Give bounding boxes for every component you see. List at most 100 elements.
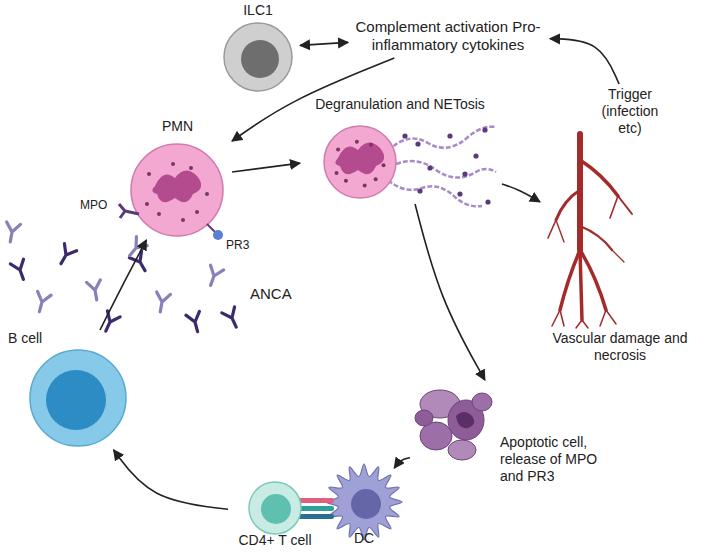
- blood-vessel: Vascular damage and necrosis: [540, 130, 702, 370]
- pr3-antigen: [213, 230, 223, 240]
- flow-arrow: [232, 163, 300, 172]
- vessel-branch: [576, 320, 582, 328]
- net-strand: [388, 180, 482, 206]
- flow-arrow: [300, 42, 348, 45]
- apoptotic-body: [448, 440, 476, 460]
- vessel-branch: [548, 220, 556, 238]
- process-label: Complement activation Pro-inflammatory c…: [348, 14, 550, 58]
- granule: [462, 171, 467, 176]
- lobed-nucleus: [152, 170, 201, 202]
- node-label: DC: [322, 530, 406, 547]
- antibody-icon: [33, 291, 51, 313]
- vessel-branch: [610, 196, 618, 218]
- vessel-branch: [556, 220, 564, 242]
- antigen-label: MPO: [80, 198, 107, 212]
- antibody-icon: [222, 307, 243, 330]
- node-label: Trigger (infection etc): [588, 86, 672, 136]
- vessel-branch: [556, 190, 580, 220]
- granule: [344, 179, 348, 183]
- granule: [457, 191, 462, 196]
- granule: [363, 183, 367, 187]
- node-label: Degranulation and NETosis: [300, 96, 500, 113]
- pr3-stalk: [207, 224, 215, 232]
- vessel-branch: [606, 310, 616, 324]
- cell-body: [249, 482, 301, 534]
- antibody-icon: [87, 280, 104, 301]
- granule: [145, 202, 149, 206]
- antibody-icon: [3, 222, 20, 243]
- dendritic-cell: DC: [322, 468, 408, 550]
- antibody-icon: [99, 311, 120, 334]
- vessel-branch: [580, 226, 612, 250]
- vessel-branch: [580, 250, 582, 320]
- granule: [381, 163, 385, 167]
- cell-illustration: [300, 96, 500, 204]
- lobed-nucleus: [335, 142, 384, 174]
- granule: [189, 166, 193, 170]
- granule: [335, 171, 339, 175]
- net-strand: [396, 161, 496, 177]
- vessel-branch: [560, 250, 580, 310]
- granule: [369, 143, 373, 147]
- b-cell: B cell: [8, 330, 132, 450]
- neutrophil-cell: PMN: [125, 118, 232, 240]
- apoptotic-body: [472, 393, 492, 411]
- flow-arrow: [550, 39, 619, 84]
- granule: [205, 192, 209, 196]
- granule: [157, 212, 161, 216]
- apoptotic-cell: Apoptotic cell, release of MPO and PR3: [410, 380, 620, 487]
- vessel-branch: [552, 310, 560, 326]
- cell-body: [326, 464, 402, 540]
- vessel-branch: [580, 160, 618, 196]
- netosis-cell: Degranulation and NETosis: [300, 96, 502, 204]
- granule: [482, 127, 487, 132]
- flow-arrow: [100, 240, 146, 330]
- antibody-icon: [153, 292, 170, 313]
- granule: [417, 188, 422, 193]
- cell-illustration: [125, 118, 230, 240]
- net-strand: [388, 127, 496, 151]
- flow-arrow: [415, 204, 485, 380]
- cell-body: [30, 350, 126, 446]
- granule: [355, 140, 359, 144]
- cell-body: [131, 144, 223, 236]
- t-cell: CD4+ T cell: [228, 478, 324, 552]
- granule: [171, 162, 175, 166]
- granule: [336, 147, 340, 151]
- nucleus: [261, 494, 291, 524]
- antibody-icon: [10, 259, 30, 282]
- node-label: ILC1: [218, 2, 298, 19]
- node-label: Apoptotic cell, release of MPO and PR3: [500, 434, 618, 484]
- granule: [427, 165, 432, 170]
- vessel-branch: [612, 250, 624, 262]
- ilc1-cell: ILC1: [218, 2, 300, 94]
- node-label: Vascular damage and necrosis: [540, 330, 700, 364]
- granule: [374, 177, 378, 181]
- nucleus: [351, 489, 381, 519]
- node-label: PMN: [125, 118, 230, 135]
- node-label: B cell: [8, 330, 68, 347]
- granule: [147, 172, 151, 176]
- nucleus-fragment: [456, 412, 474, 428]
- antibody-icon: [204, 265, 224, 288]
- nucleus: [46, 370, 106, 430]
- apoptotic-body: [415, 410, 433, 426]
- vessel-branch: [580, 250, 606, 310]
- antibody-icon: [186, 311, 204, 333]
- node-label: Complement activation Pro-inflammatory c…: [348, 18, 548, 54]
- granule: [485, 199, 490, 204]
- antibody-icon: [55, 244, 77, 267]
- granule: [195, 210, 199, 214]
- cell-body: [324, 126, 396, 198]
- antigen-label: PR3: [226, 238, 249, 252]
- granule: [415, 141, 420, 146]
- granule: [402, 133, 407, 138]
- nucleus: [241, 40, 279, 78]
- antibody-label: ANCA: [250, 285, 292, 303]
- node-label: CD4+ T cell: [228, 532, 322, 549]
- flow-arrow: [502, 184, 540, 202]
- mpo-antigen: [119, 204, 139, 218]
- antibody-icon: [124, 237, 147, 261]
- trigger-label: Trigger (infection etc): [588, 84, 674, 139]
